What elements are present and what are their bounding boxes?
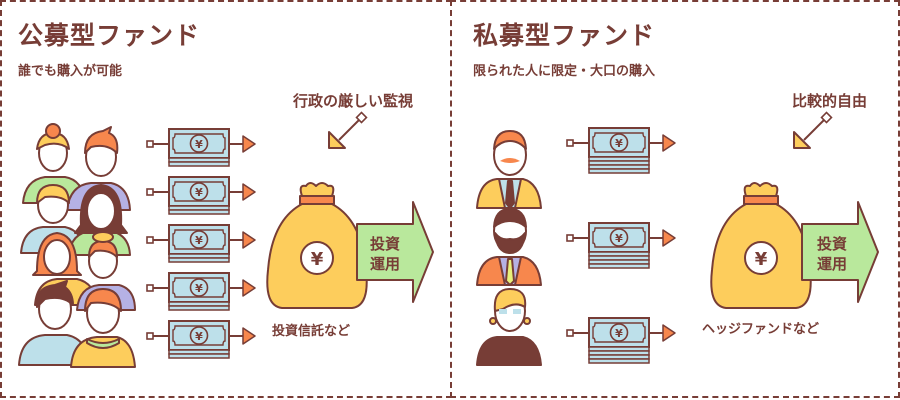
banknote-flow-row: ¥: [146, 176, 256, 215]
investor-figure: [476, 208, 542, 286]
private-investors: [476, 130, 542, 366]
yen-icon: ¥: [195, 186, 203, 199]
flow-arrow-icon: [242, 231, 256, 249]
public-fund-panel: [0, 0, 452, 398]
investor-figure: [70, 288, 136, 368]
connector-square-icon: [566, 234, 574, 242]
private-money-bag-icon: ¥: [710, 182, 812, 309]
yen-icon: ¥: [195, 138, 203, 151]
public-bag-caption: 投資信託など: [272, 324, 351, 339]
banknote-icon: ¥: [168, 176, 230, 215]
public-invest-arrow-icon: [356, 201, 434, 303]
private-fund-title: 私募型ファンド: [473, 21, 656, 50]
banknote-flow-row: ¥: [146, 272, 256, 311]
bag-yen-icon: ¥: [755, 249, 768, 270]
invest-label-line2: 運用: [816, 255, 847, 273]
connector-square-icon: [566, 139, 574, 147]
connector-square-icon: [146, 284, 154, 292]
invest-label-line1: 投資: [816, 235, 847, 253]
yen-icon: ¥: [615, 327, 623, 340]
yen-icon: ¥: [615, 137, 623, 150]
private-bag-caption: ヘッジファンドなど: [702, 322, 820, 337]
private-invest-label: 投資 運用: [812, 234, 852, 274]
bag-yen-icon: ¥: [311, 249, 324, 270]
banknote-icon: ¥: [168, 320, 230, 359]
connector-square-icon: [566, 329, 574, 337]
private-note-pointer-icon: [793, 111, 833, 149]
flow-arrow-icon: [662, 134, 676, 152]
banknote-icon: ¥: [588, 222, 650, 269]
flow-arrow-icon: [242, 183, 256, 201]
banknote-flow-row: ¥: [146, 128, 256, 167]
banknote-flow-row: ¥: [566, 127, 676, 174]
yen-icon: ¥: [195, 282, 203, 295]
investor-figure: [476, 130, 542, 209]
public-fund-subtitle: 誰でも購入が可能: [18, 64, 123, 79]
banknote-flow-row: ¥: [566, 222, 676, 269]
public-investors-crowd: [18, 123, 136, 368]
banknote-flow-row: ¥: [146, 224, 256, 263]
private-invest-arrow-icon: [801, 201, 879, 303]
banknote-icon: ¥: [168, 128, 230, 167]
yen-icon: ¥: [195, 234, 203, 247]
banknote-icon: ¥: [588, 127, 650, 174]
invest-label-line1: 投資: [369, 235, 400, 253]
private-fund-panel: [450, 0, 900, 398]
flow-arrow-icon: [662, 324, 676, 342]
yen-icon: ¥: [615, 232, 623, 245]
connector-square-icon: [146, 236, 154, 244]
private-fund-subtitle: 限られた人に限定・大口の購入: [473, 64, 656, 79]
flow-arrow-icon: [242, 135, 256, 153]
investor-figure: [476, 288, 542, 366]
private-regulation-note: 比較的自由: [792, 92, 868, 110]
public-note-pointer-icon: [328, 111, 368, 149]
public-regulation-note: 行政の厳しい監視: [293, 92, 414, 110]
public-invest-label: 投資 運用: [365, 234, 405, 274]
banknote-icon: ¥: [168, 272, 230, 311]
flow-arrow-icon: [662, 229, 676, 247]
public-money-bag-icon: ¥: [266, 182, 368, 309]
banknote-icon: ¥: [588, 317, 650, 364]
connector-square-icon: [146, 332, 154, 340]
banknote-flow-row: ¥: [146, 320, 256, 359]
yen-icon: ¥: [195, 330, 203, 343]
banknote-icon: ¥: [168, 224, 230, 263]
connector-square-icon: [146, 188, 154, 196]
connector-square-icon: [146, 140, 154, 148]
flow-arrow-icon: [242, 327, 256, 345]
banknote-flow-row: ¥: [566, 317, 676, 364]
flow-arrow-icon: [242, 279, 256, 297]
invest-label-line2: 運用: [369, 255, 400, 273]
public-fund-title: 公募型ファンド: [18, 21, 201, 50]
